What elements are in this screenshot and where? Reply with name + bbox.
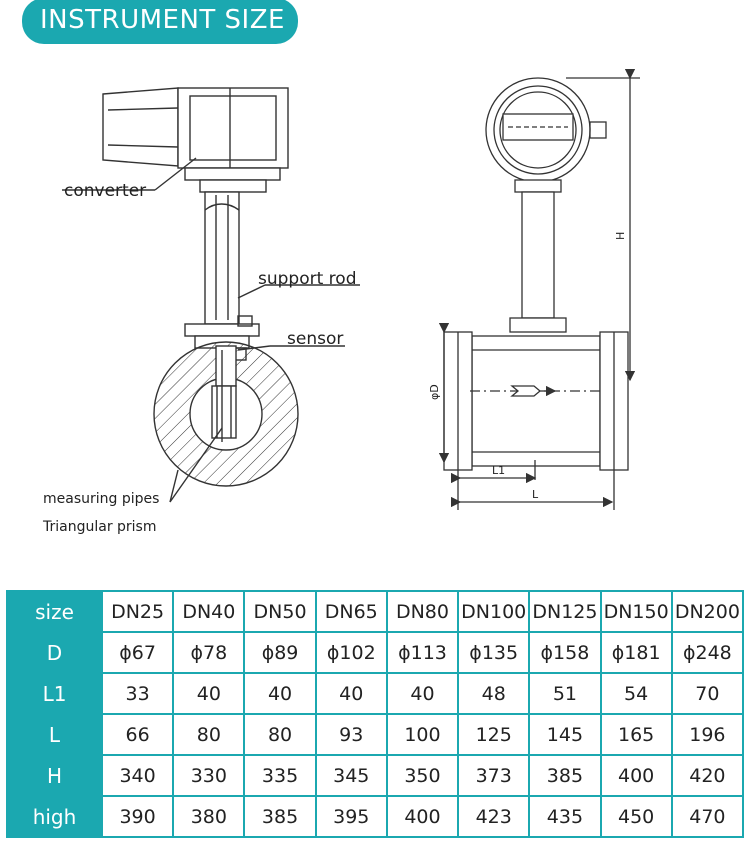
table-cell: 335 — [243, 754, 317, 797]
table-cell: 33 — [100, 672, 175, 715]
table-cell: 385 — [243, 795, 317, 838]
table-cell: 340 — [100, 754, 175, 797]
flow-pipe — [471, 335, 601, 467]
table-cell: ϕ135 — [457, 631, 531, 674]
table-cell: 435 — [528, 795, 602, 838]
table-cell: 420 — [670, 754, 745, 797]
support-rod — [204, 191, 240, 325]
table-cell: 70 — [670, 672, 745, 715]
table-cell: 80 — [172, 713, 246, 756]
table-cell: DN50 — [243, 590, 317, 633]
dim-L-label: L — [532, 488, 539, 501]
table-cell: 400 — [599, 754, 673, 797]
table-cell: DN125 — [528, 590, 602, 633]
table-cell: 345 — [314, 754, 388, 797]
table-cell: DN80 — [385, 590, 460, 633]
label-sensor: sensor — [287, 329, 343, 349]
table-cell: DN150 — [599, 590, 673, 633]
row-header: D — [6, 631, 103, 674]
table-cell: 400 — [385, 795, 460, 838]
table-cell: 145 — [528, 713, 602, 756]
table-cell: ϕ67 — [100, 631, 175, 674]
row-header: H — [6, 754, 103, 797]
table-cell: DN65 — [314, 590, 388, 633]
label-triangular-prism: Triangular prism — [42, 519, 157, 535]
table-cell: 330 — [172, 754, 246, 797]
table-cell: 390 — [100, 795, 175, 838]
dim-L1-label: L1 — [492, 464, 505, 477]
converter-cap — [102, 87, 179, 167]
table-cell: 395 — [314, 795, 388, 838]
table-cell: 380 — [172, 795, 246, 838]
table-cell: 40 — [172, 672, 246, 715]
instrument-drawing: converter support rod sensor measuring p… — [42, 68, 640, 535]
table-cell: 100 — [385, 713, 460, 756]
dim-H-label: H — [614, 232, 627, 240]
section-title-banner: INSTRUMENT SIZE — [22, 0, 298, 44]
table-cell: ϕ89 — [243, 631, 317, 674]
table-cell: 125 — [457, 713, 531, 756]
table-cell: 165 — [599, 713, 673, 756]
table-cell: 51 — [528, 672, 602, 715]
table-cell: 93 — [314, 713, 388, 756]
table-cell: 40 — [385, 672, 460, 715]
label-converter: converter — [64, 181, 146, 201]
table-cell: 80 — [243, 713, 317, 756]
label-support-rod: support rod — [258, 269, 356, 289]
table-cell: 373 — [457, 754, 531, 797]
table-cell: ϕ78 — [172, 631, 246, 674]
table-cell: 66 — [100, 713, 175, 756]
table-cell: 40 — [243, 672, 317, 715]
lcd-display — [502, 113, 574, 141]
label-measuring-pipes: measuring pipes — [43, 491, 159, 507]
right-view — [438, 68, 640, 510]
table-cell: 196 — [670, 713, 745, 756]
section-title: INSTRUMENT SIZE — [40, 5, 285, 35]
table-cell: 54 — [599, 672, 673, 715]
row-header: high — [6, 795, 103, 838]
table-cell: ϕ158 — [528, 631, 602, 674]
table-cell: ϕ113 — [385, 631, 460, 674]
row-header: size — [6, 590, 103, 633]
table-cell: DN40 — [172, 590, 246, 633]
converter-box — [177, 87, 289, 169]
table-cell: 385 — [528, 754, 602, 797]
table-cell: 450 — [599, 795, 673, 838]
table-cell: ϕ102 — [314, 631, 388, 674]
row-header: L — [6, 713, 103, 756]
table-cell: DN100 — [457, 590, 531, 633]
table-cell: DN200 — [670, 590, 745, 633]
left-view — [62, 87, 360, 503]
row-header: L1 — [6, 672, 103, 715]
table-cell: 48 — [457, 672, 531, 715]
table-cell: 423 — [457, 795, 531, 838]
table-cell: 40 — [314, 672, 388, 715]
dim-D-label: φD — [428, 384, 441, 400]
table-cell: ϕ248 — [670, 631, 745, 674]
table-cell: ϕ181 — [599, 631, 673, 674]
table-cell: 470 — [670, 795, 745, 838]
table-cell: 350 — [385, 754, 460, 797]
table-cell: DN25 — [100, 590, 175, 633]
